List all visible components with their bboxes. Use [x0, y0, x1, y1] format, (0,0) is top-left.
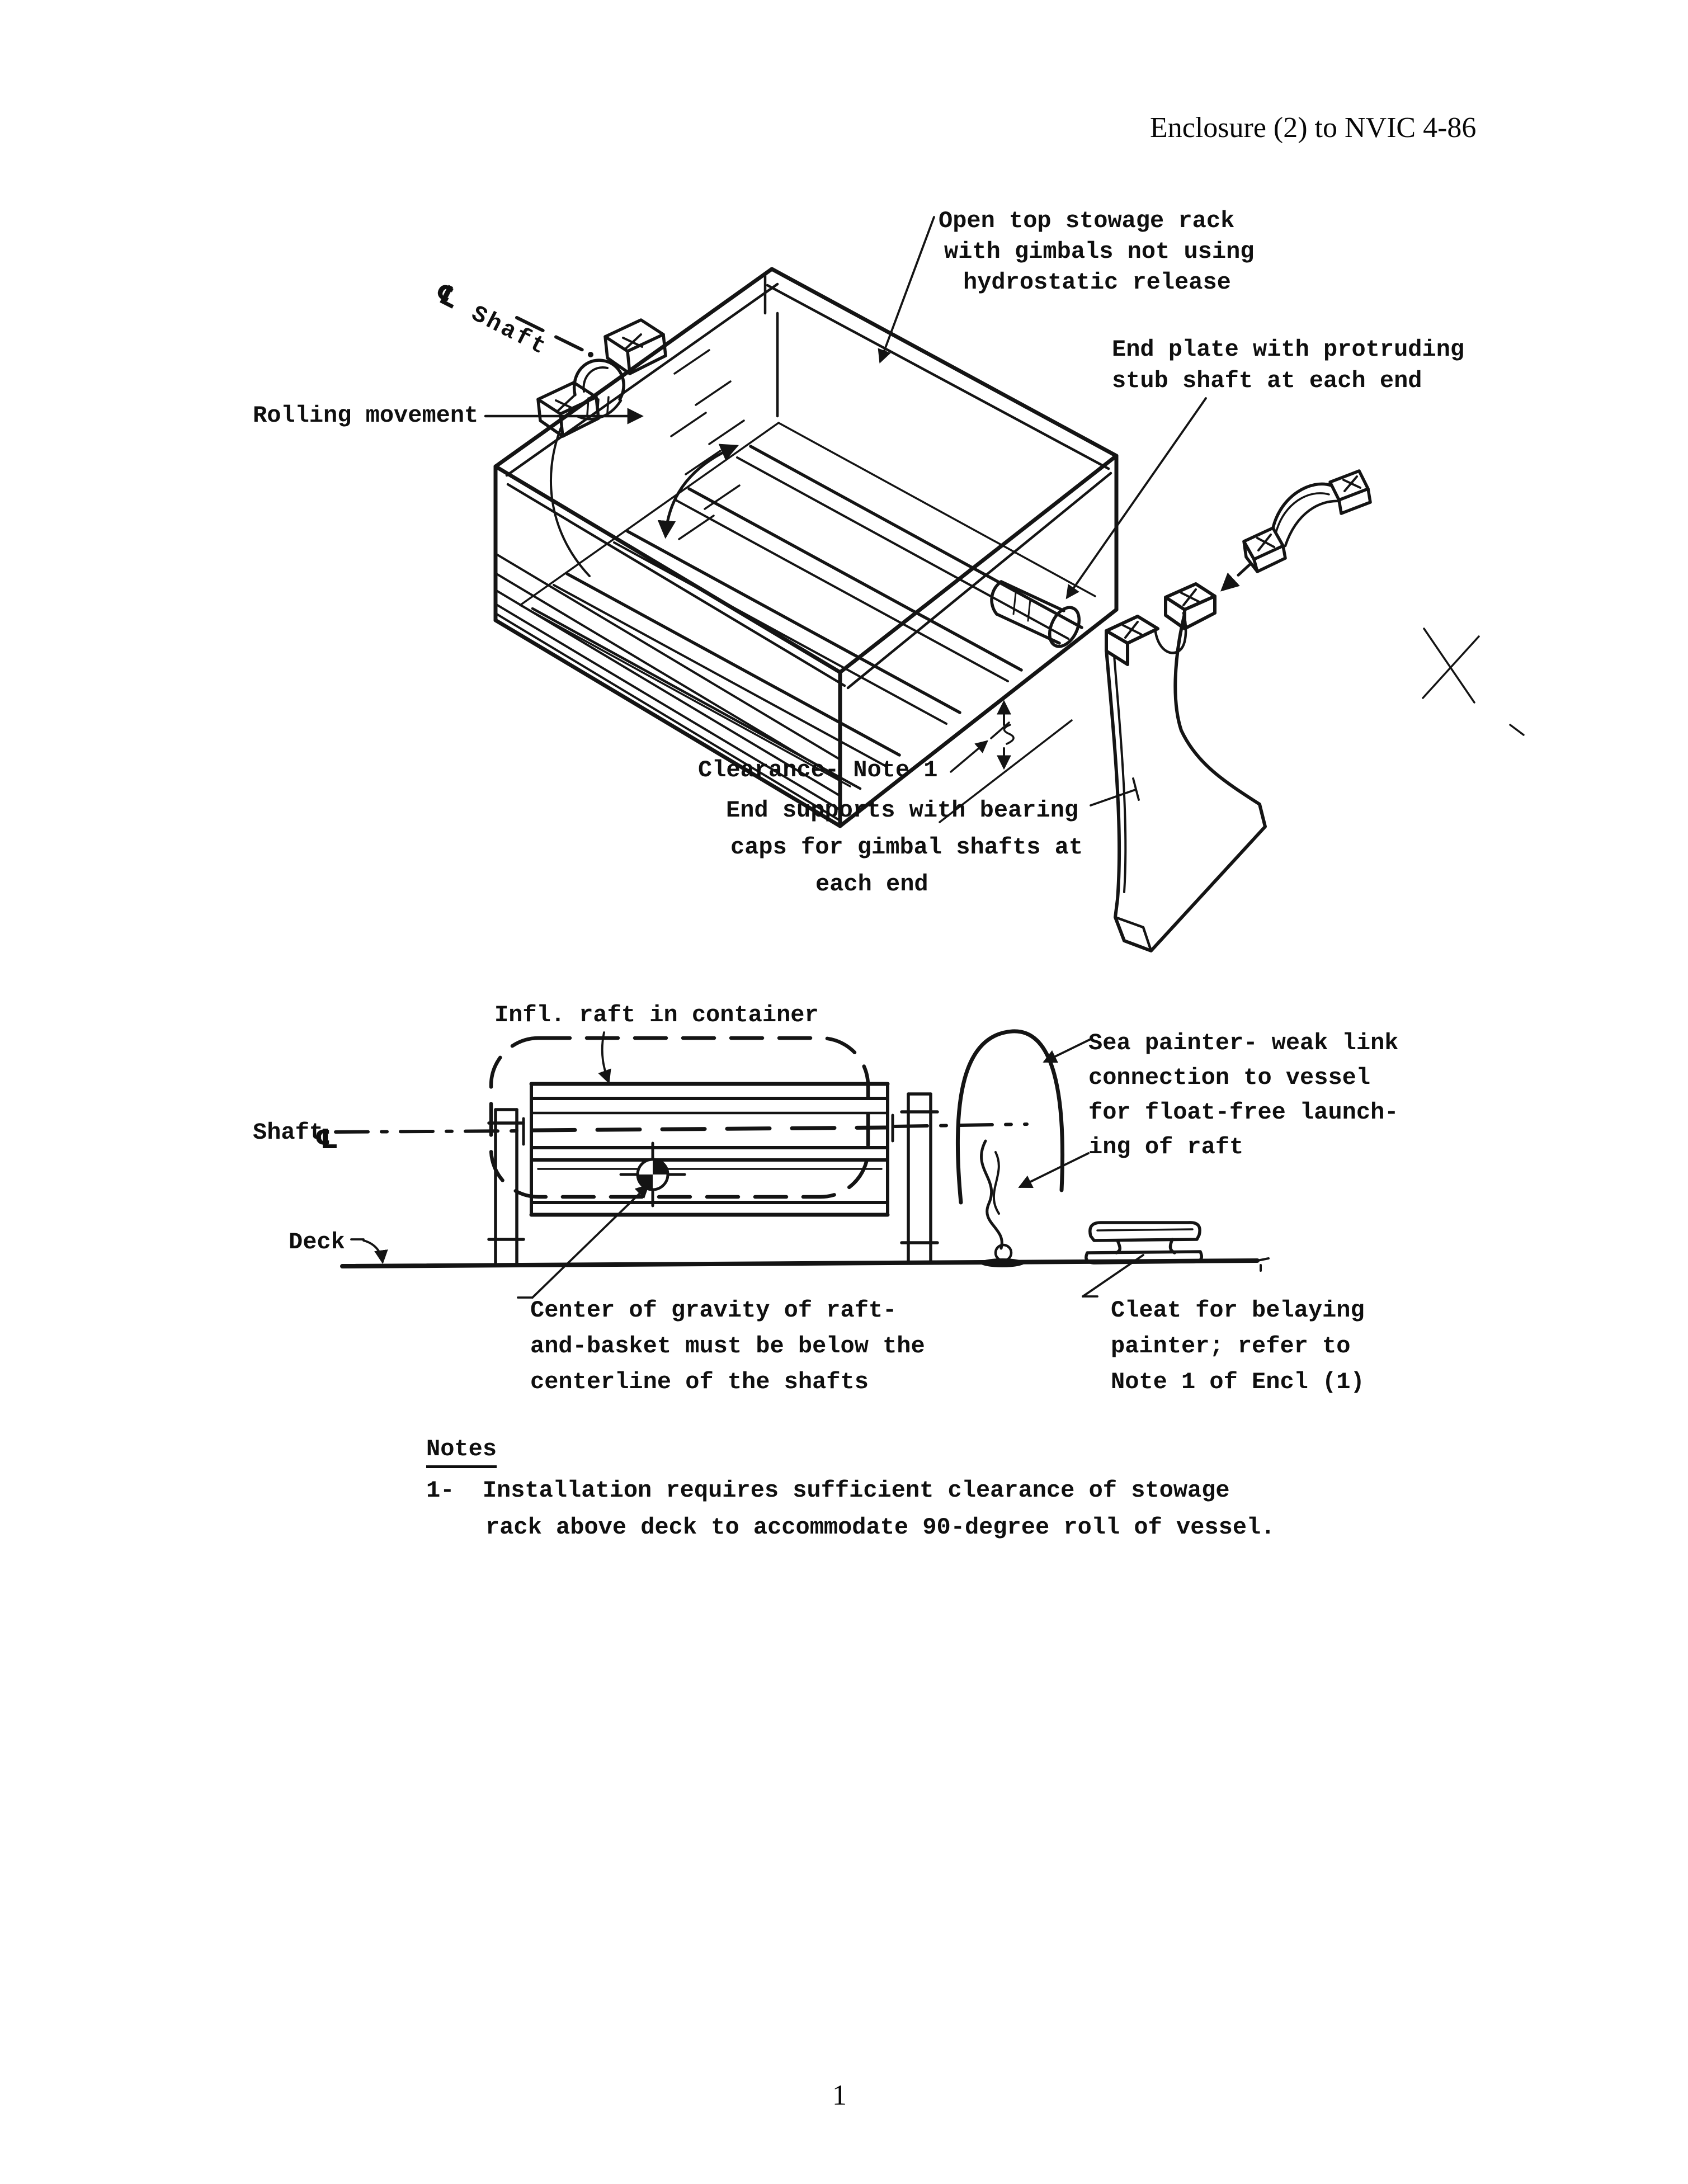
- gimbal-bearing-caps: [536, 318, 667, 438]
- end-plate-leader: [1065, 397, 1207, 600]
- clearance-leader: [950, 740, 988, 773]
- cleat-leader: [1082, 1254, 1144, 1298]
- label-end-supports-line2: caps for gimbal shafts at: [730, 834, 1083, 861]
- centerline-symbol-2: ℄: [314, 1124, 339, 1155]
- page-number: 1: [832, 2079, 847, 2111]
- end-support-pedestal: [1105, 582, 1267, 952]
- label-end-plate-line1: End plate with protruding: [1112, 336, 1465, 363]
- swing-arc: [549, 425, 591, 577]
- label-cog-line3: centerline of the shafts: [530, 1369, 869, 1395]
- rack-rim-inner-lines: [505, 273, 1112, 690]
- sea-painter-leader: [1043, 1038, 1092, 1063]
- left-support-post: [487, 1108, 525, 1267]
- raft-label-leader: [598, 1031, 611, 1084]
- label-sea-painter-line4: ing of raft: [1088, 1134, 1244, 1161]
- stowage-rack-drawing: [484, 216, 1525, 952]
- note-1-line2: rack above deck to accommodate 90-degree…: [485, 1514, 1275, 1541]
- crossed-reference-lines: [1422, 628, 1525, 736]
- rack-bottom-band-lines: [494, 553, 841, 821]
- label-rolling-movement: Rolling movement: [253, 402, 479, 429]
- rack-floor-slats: [531, 445, 1083, 790]
- open-top-leader: [878, 216, 935, 364]
- wall-hatch-marks: [670, 349, 745, 540]
- cg-symbol: [619, 1141, 686, 1207]
- label-cleat-line3: Note 1 of Encl (1): [1111, 1369, 1365, 1395]
- end-supports-leader: [1090, 777, 1140, 806]
- rack-box-edges: [493, 267, 1119, 828]
- label-sea-painter-line2: connection to vessel: [1088, 1064, 1371, 1091]
- deck-line-end-hook: [1256, 1257, 1270, 1272]
- note-1-line1: 1- Installation requires sufficient clea…: [426, 1477, 1230, 1504]
- label-clearance: Clearance- Note 1: [698, 757, 938, 784]
- label-sea-painter-line3: for float-free launch-: [1088, 1099, 1399, 1126]
- doc-header: Enclosure (2) to NVIC 4-86: [1150, 112, 1477, 144]
- notes-heading: Notes: [426, 1435, 497, 1468]
- label-end-supports-line1: End supports with bearing: [726, 797, 1079, 824]
- side-view-drawing: [334, 1029, 1270, 1299]
- label-end-supports-line3: each end: [815, 871, 928, 898]
- raft-container-outline: [489, 1036, 870, 1199]
- bearing-cap-piece: [1242, 469, 1372, 573]
- sea-painter-rope: [955, 1029, 1065, 1267]
- label-shaft: Shaft: [253, 1119, 324, 1146]
- label-cleat-line2: painter; refer to: [1111, 1333, 1351, 1360]
- deck-leader: [350, 1238, 388, 1265]
- label-cleat-line1: Cleat for belaying: [1111, 1297, 1365, 1324]
- label-cog-line2: and-basket must be below the: [530, 1333, 925, 1360]
- label-sea-painter-line1: Sea painter- weak link: [1088, 1030, 1399, 1056]
- label-open-top-line2: with gimbals not using: [944, 238, 1255, 265]
- label-cog-line1: Center of gravity of raft-: [530, 1297, 897, 1324]
- label-infl-raft: Infl. raft in container: [494, 1002, 819, 1029]
- cap-assembly-dashed-arrow: [1220, 562, 1252, 592]
- cg-leader: [517, 1184, 649, 1299]
- cleat: [1085, 1221, 1203, 1265]
- rack-frame-side: [529, 1082, 890, 1217]
- shaft-centerline-leader: [515, 316, 593, 357]
- shaft-centerline: [334, 1114, 1029, 1146]
- float-free-leader: [1018, 1152, 1090, 1188]
- stub-shaft-cylinder: [990, 580, 1081, 648]
- label-open-top-line3: hydrostatic release: [963, 269, 1231, 296]
- label-end-plate-line2: stub shaft at each end: [1112, 367, 1422, 394]
- label-deck: Deck: [289, 1229, 345, 1256]
- right-support-post: [900, 1092, 939, 1265]
- wall-curved-arrow: [657, 444, 739, 539]
- label-open-top-line1: Open top stowage rack: [939, 207, 1235, 234]
- clearance-indicator: [939, 700, 1073, 823]
